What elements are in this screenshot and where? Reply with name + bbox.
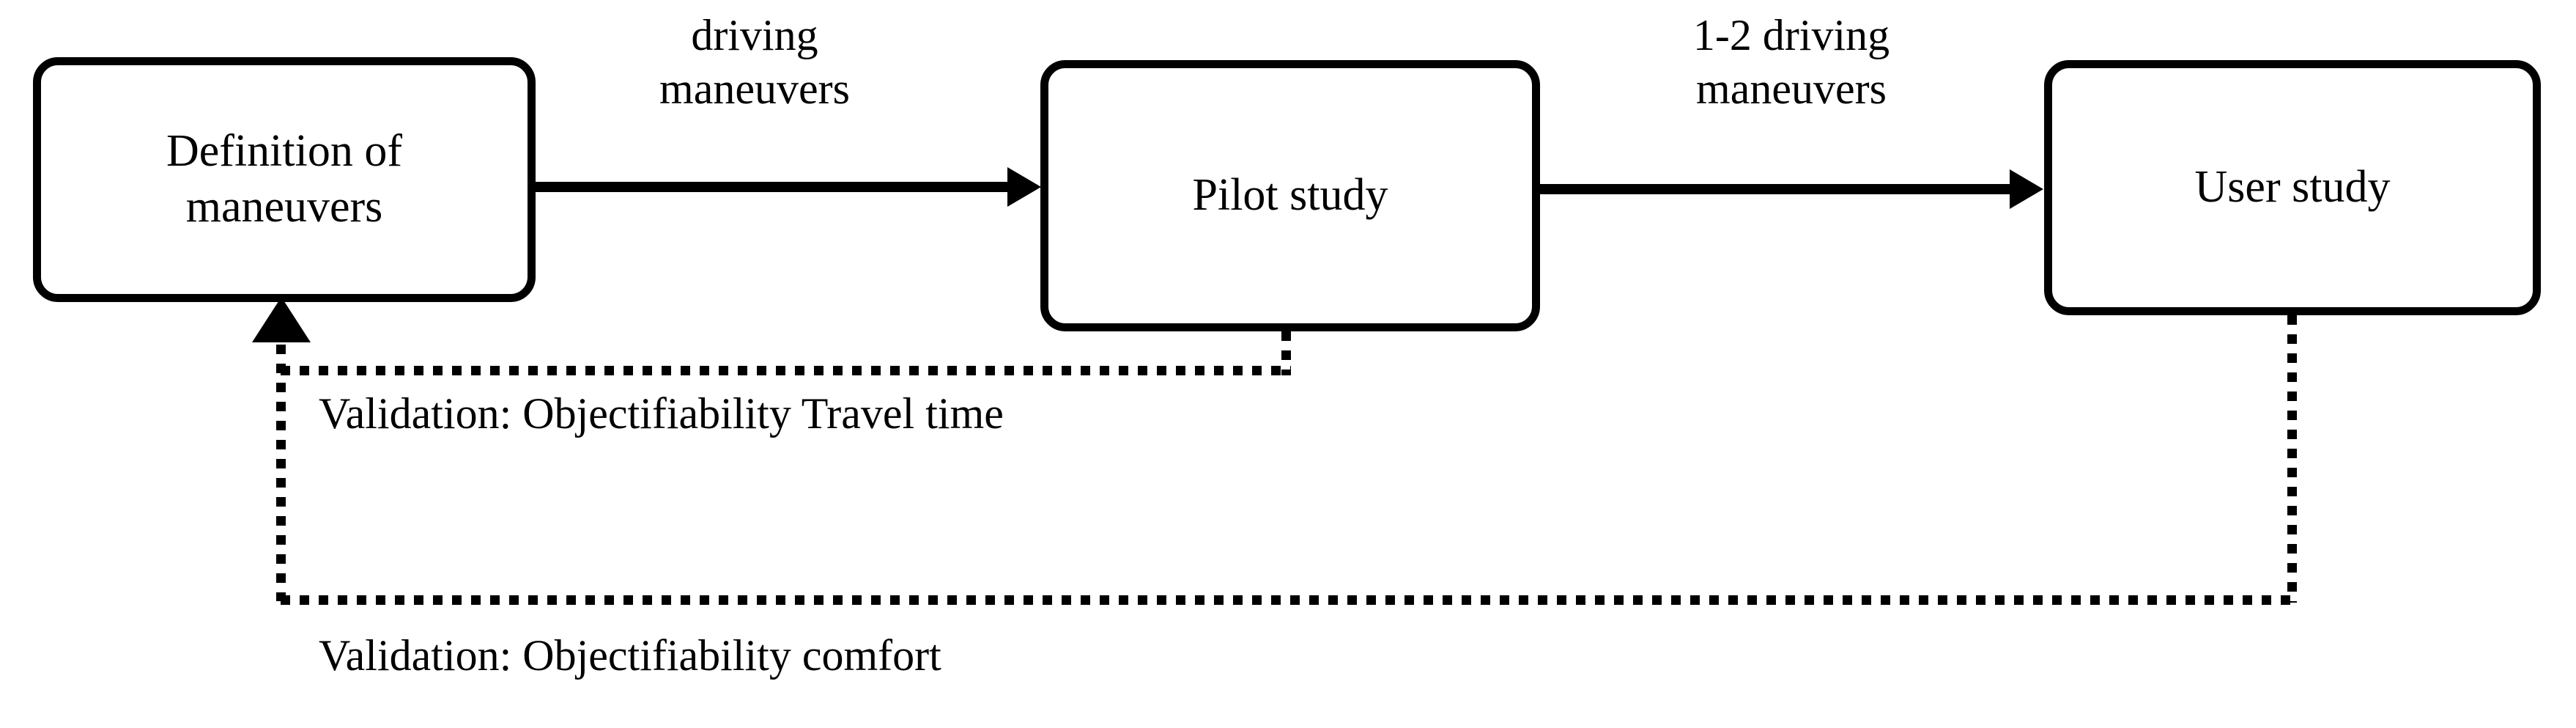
node-pilot-study[interactable]: Pilot study: [1040, 60, 1540, 331]
arrow-head-right-icon: [2010, 169, 2043, 209]
dotted-line-pilot-feedback-horizontal: [281, 366, 1291, 375]
dotted-line-user-feedback-horizontal: [281, 595, 2297, 605]
edge-label-1-2-driving-maneuvers: 1-2 driving maneuvers: [1692, 11, 1890, 114]
arrow-shaft: [1539, 184, 2013, 194]
node-user-study[interactable]: User study: [2044, 60, 2541, 315]
feedback-label-validation-comfort: Validation: Objectifiability comfort: [319, 631, 941, 680]
dotted-line-user-feedback-vertical-right: [2287, 315, 2297, 603]
arrow-shaft: [536, 182, 1010, 192]
feedback-label-validation-travel-time: Validation: Objectifiability Travel time: [319, 389, 1004, 438]
dotted-line-feedback-vertical-left: [276, 345, 286, 601]
arrow-head-right-icon: [1007, 167, 1041, 207]
node-definition-of-maneuvers[interactable]: Definition of maneuvers: [33, 57, 536, 302]
arrow-head-up-icon: [252, 297, 311, 342]
edge-label-driving-maneuvers: driving maneuvers: [659, 11, 850, 114]
dotted-line-pilot-feedback-vertical-right: [1281, 331, 1291, 375]
